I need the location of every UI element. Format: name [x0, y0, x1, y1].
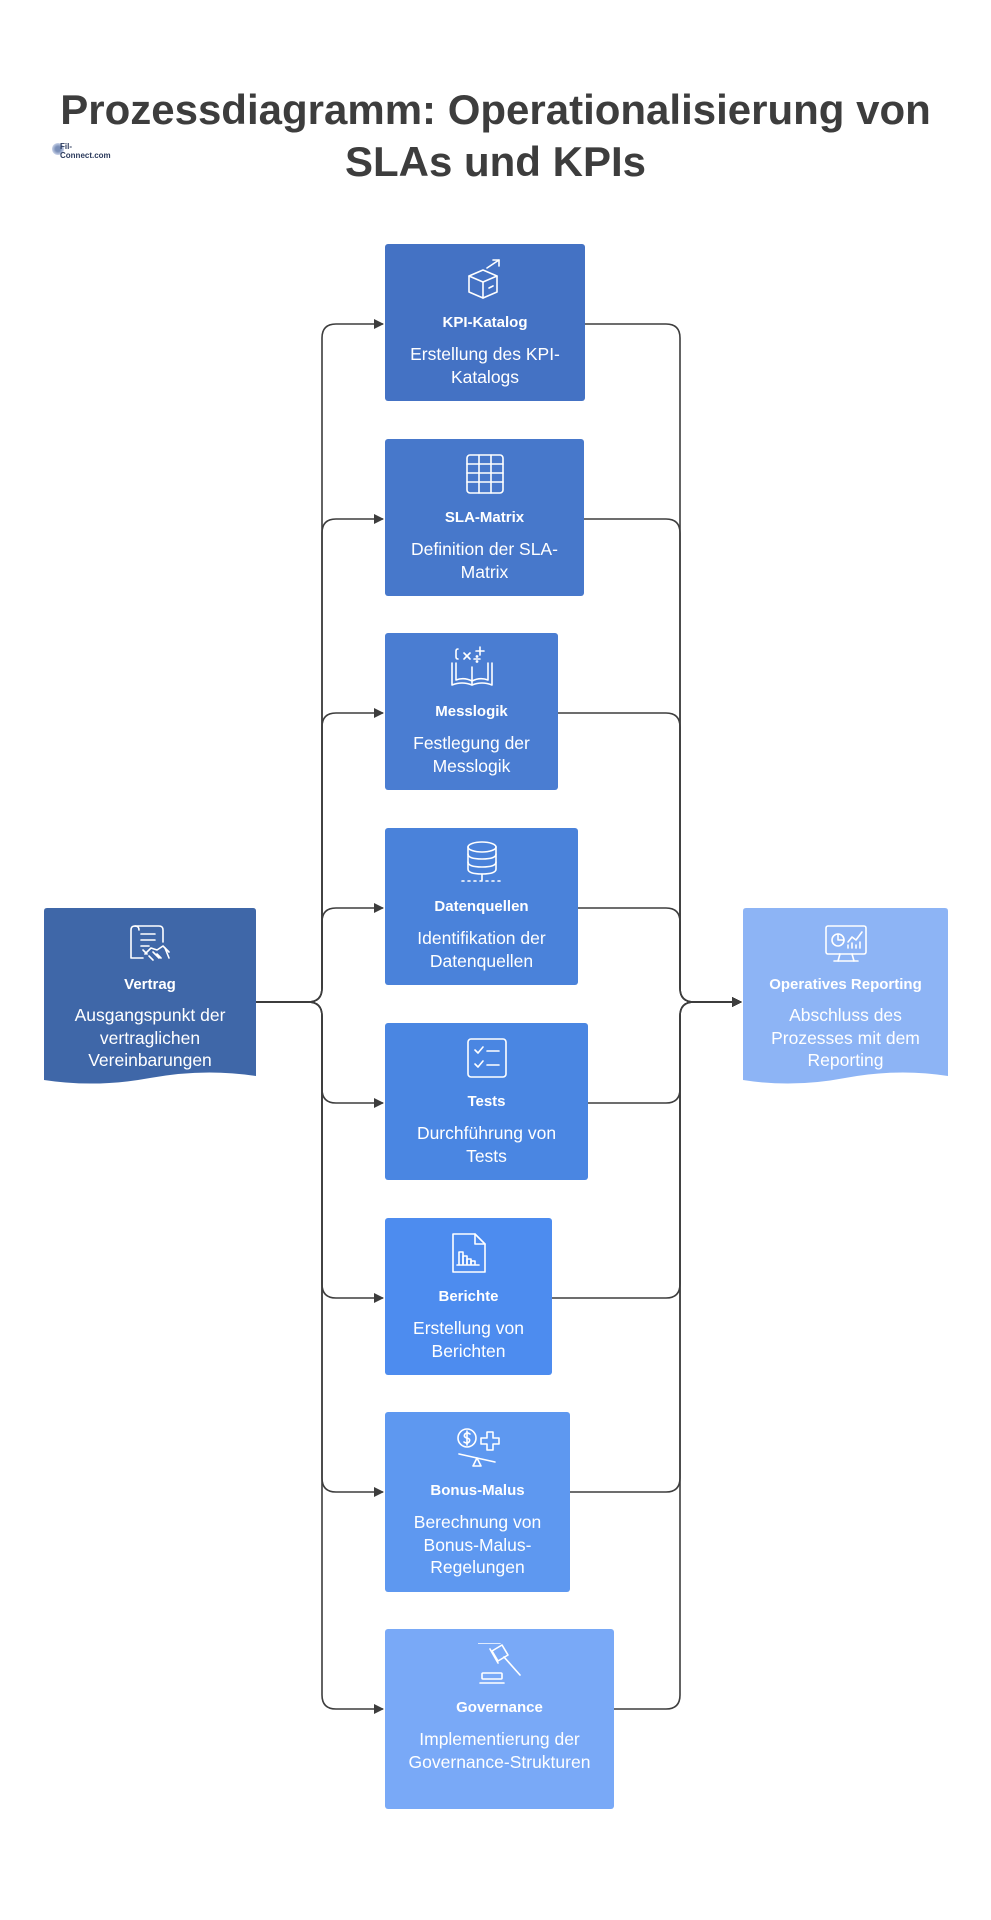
connector-in-5	[256, 1001, 384, 1303]
step-description: Identifikation der Datenquellen	[417, 928, 546, 971]
connector-in-7	[256, 1001, 384, 1714]
connector-out-4	[588, 997, 742, 1104]
step-node-bonus-malus: Bonus-Malus Berechnung von Bonus-Malus-R…	[385, 1412, 570, 1592]
step-title: Berichte	[438, 1288, 499, 1305]
step-node-tests: Tests Durchführung von Tests	[385, 1023, 588, 1180]
connector-in-1	[256, 514, 384, 1003]
connector-out-3	[578, 907, 742, 1007]
step-node-sla-matrix: SLA-Matrix Definition der SLA-Matrix	[385, 439, 584, 596]
step-title: Bonus-Malus	[430, 1482, 525, 1499]
connector-out-7	[614, 997, 742, 1710]
start-node-shape	[44, 908, 256, 1084]
step-title: Datenquellen	[434, 898, 529, 915]
step-description: Erstellung des KPI-Katalogs	[410, 344, 560, 387]
logo-name: Fil-Connect.com	[60, 142, 111, 160]
report-chart-icon	[451, 1232, 487, 1274]
step-description: Definition der SLA-Matrix	[411, 539, 558, 582]
step-description: Implementierung der Governance-Strukture…	[408, 1729, 591, 1772]
end-node-description: Abschluss des Prozesses mit dem Reportin…	[771, 1005, 920, 1070]
step-description: Durchführung von Tests	[416, 1123, 557, 1166]
box-growth-icon	[465, 258, 505, 300]
step-title: Governance	[456, 1699, 543, 1716]
title-line-1: Prozessdiagramm: Operationalisierung von	[60, 86, 931, 133]
step-node-governance: Governance Implementierung der Governanc…	[385, 1629, 614, 1809]
step-node-datenquellen: Datenquellen Identifikation der Datenque…	[385, 828, 578, 985]
gavel-icon	[477, 1643, 522, 1685]
end-node-operatives-reporting: Operatives Reporting Abschluss des Proze…	[743, 908, 948, 1088]
connector-in-6	[256, 1001, 384, 1497]
start-node-title: Vertrag	[124, 976, 176, 993]
monitor-chart-icon	[824, 924, 868, 964]
step-title: Messlogik	[435, 703, 508, 720]
step-node-messlogik: Messlogik Festlegung der Messlogik	[385, 633, 558, 790]
diagram-title: Prozessdiagramm: Operationalisierung von…	[0, 84, 991, 188]
end-node-shape	[743, 908, 948, 1084]
start-node-vertrag: Vertrag Ausgangspunkt der vertraglichen …	[44, 908, 256, 1088]
connector-out-0	[585, 323, 742, 1007]
start-node-description: Ausgangspunkt der vertraglichen Vereinba…	[74, 1005, 226, 1070]
connector-out-6	[570, 997, 742, 1493]
connector-out-2	[558, 712, 742, 1007]
step-title: SLA-Matrix	[444, 509, 525, 526]
brand-logo: Fil-Connect.com	[52, 140, 111, 162]
step-node-kpi-katalog: KPI-Katalog Erstellung des KPI-Katalogs	[385, 244, 585, 401]
step-title: KPI-Katalog	[442, 314, 528, 331]
step-description: Festlegung der Messlogik	[413, 733, 530, 776]
connector-in-0	[256, 319, 384, 1003]
connector-out-1	[584, 518, 742, 1007]
money-scale-icon	[455, 1426, 501, 1468]
contract-handshake-icon	[129, 922, 171, 968]
step-description: Berechnung von Bonus-Malus-Regelungen	[413, 1512, 542, 1577]
step-title: Tests	[467, 1093, 506, 1110]
title-line-2: SLAs und KPIs	[344, 138, 647, 185]
connector-in-4	[256, 1001, 384, 1108]
checklist-icon	[466, 1037, 508, 1079]
step-node-berichte: Berichte Erstellung von Berichten	[385, 1218, 552, 1375]
math-book-icon	[450, 645, 494, 689]
connector-in-2	[256, 708, 384, 1003]
table-grid-icon	[465, 453, 505, 495]
database-icon	[460, 840, 504, 884]
end-node-title: Operatives Reporting	[769, 976, 922, 993]
logo-mark-icon	[52, 143, 64, 155]
connector-in-3	[256, 903, 384, 1003]
step-description: Erstellung von Berichten	[413, 1318, 524, 1361]
